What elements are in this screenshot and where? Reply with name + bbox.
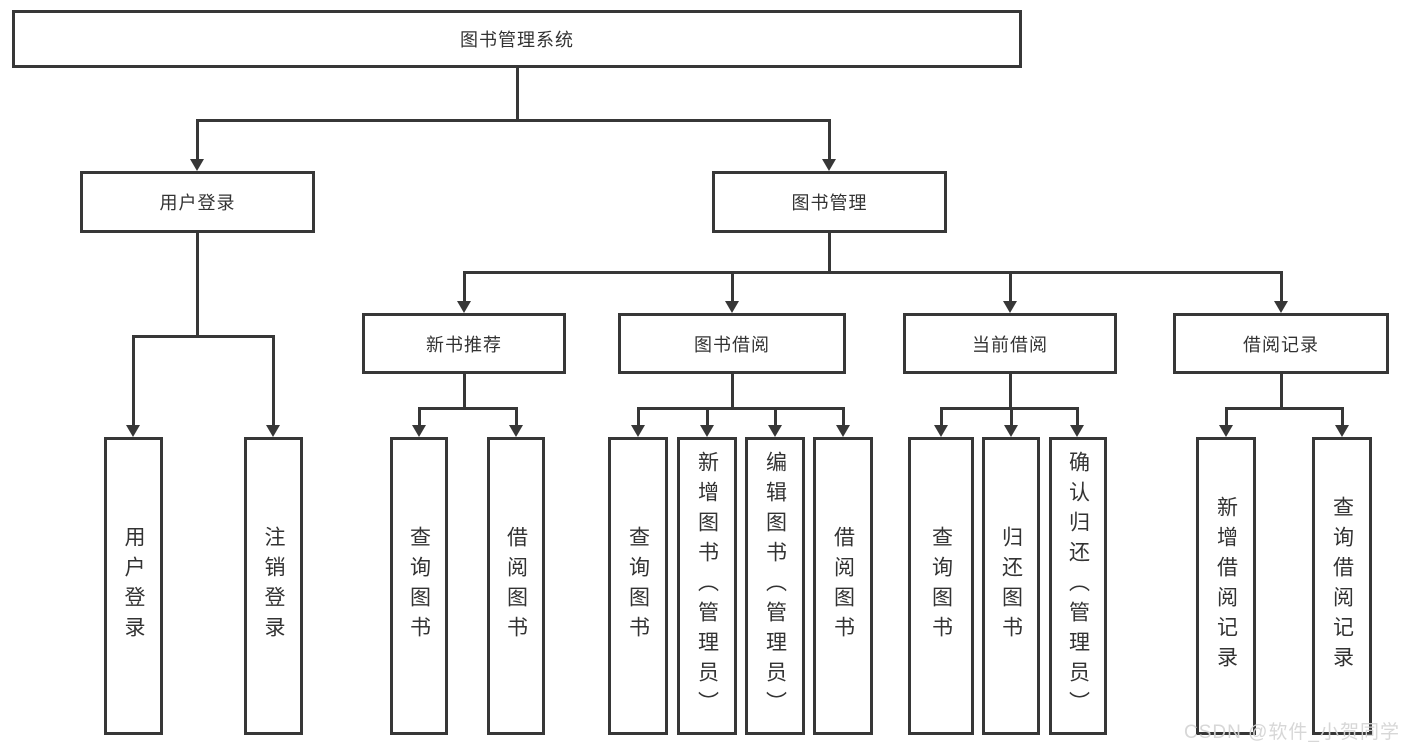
arrow-down-icon (190, 159, 204, 171)
leaf-query-books-recommend: 查询图书 (390, 437, 448, 735)
connector-line (1341, 407, 1344, 425)
connector-line (940, 407, 943, 425)
node-library-management-system: 图书管理系统 (12, 10, 1022, 68)
arrow-down-icon (1003, 301, 1017, 313)
arrow-down-icon (836, 425, 850, 437)
arrow-down-icon (725, 301, 739, 313)
leaf-add-books-admin: 新增图书（管理员） (677, 437, 737, 735)
connector-line (1009, 374, 1012, 409)
leaf-query-books-borrowing: 查询图书 (608, 437, 668, 735)
node-borrowing-records: 借阅记录 (1173, 313, 1389, 374)
connector-line (1225, 407, 1343, 410)
connector-line (1010, 407, 1013, 425)
leaf-add-borrow-record: 新增借阅记录 (1196, 437, 1256, 735)
leaf-return-books: 归还图书 (982, 437, 1040, 735)
leaf-borrow-books-recommend: 借阅图书 (487, 437, 545, 735)
arrow-down-icon (822, 159, 836, 171)
leaf-query-books-current: 查询图书 (908, 437, 974, 735)
arrow-down-icon (631, 425, 645, 437)
leaf-user-login: 用户登录 (104, 437, 163, 735)
connector-line (637, 407, 844, 410)
arrow-down-icon (1219, 425, 1233, 437)
arrow-down-icon (934, 425, 948, 437)
connector-line (132, 335, 135, 425)
connector-line (196, 119, 199, 160)
connector-line (1076, 407, 1079, 425)
node-new-book-recommendation: 新书推荐 (362, 313, 566, 374)
connector-line (515, 407, 518, 425)
node-book-borrowing: 图书借阅 (618, 313, 846, 374)
leaf-logout: 注销登录 (244, 437, 303, 735)
connector-line (1225, 407, 1228, 425)
connector-line (463, 271, 1282, 274)
arrow-down-icon (412, 425, 426, 437)
leaf-edit-books-admin: 编辑图书（管理员） (745, 437, 805, 735)
connector-line (196, 233, 199, 337)
node-user-login: 用户登录 (80, 171, 315, 233)
arrow-down-icon (1335, 425, 1349, 437)
connector-line (731, 271, 734, 303)
node-current-borrowing: 当前借阅 (903, 313, 1117, 374)
connector-line (1009, 271, 1012, 303)
arrow-down-icon (509, 425, 523, 437)
leaf-confirm-return-admin: 确认归还（管理员） (1049, 437, 1107, 735)
connector-line (842, 407, 845, 425)
connector-line (196, 119, 831, 122)
csdn-watermark: CSDN @软件_小贺同学 (1184, 722, 1400, 743)
arrow-down-icon (768, 425, 782, 437)
connector-line (774, 407, 777, 425)
connector-line (418, 407, 517, 410)
connector-line (940, 407, 1079, 410)
connector-line (1280, 271, 1283, 303)
connector-line (463, 374, 466, 409)
connector-line (516, 68, 519, 121)
leaf-borrow-books: 借阅图书 (813, 437, 873, 735)
connector-line (463, 271, 466, 303)
arrow-down-icon (700, 425, 714, 437)
arrow-down-icon (1274, 301, 1288, 313)
connector-line (828, 119, 831, 160)
arrow-down-icon (1070, 425, 1084, 437)
connector-line (706, 407, 709, 425)
connector-line (418, 407, 421, 425)
connector-line (637, 407, 640, 425)
node-book-management: 图书管理 (712, 171, 947, 233)
leaf-query-borrow-record: 查询借阅记录 (1312, 437, 1372, 735)
connector-line (272, 335, 275, 425)
connector-line (1280, 374, 1283, 409)
arrow-down-icon (457, 301, 471, 313)
arrow-down-icon (266, 425, 280, 437)
arrow-down-icon (126, 425, 140, 437)
connector-line (132, 335, 275, 338)
connector-line (731, 374, 734, 409)
connector-line (828, 233, 831, 273)
arrow-down-icon (1004, 425, 1018, 437)
